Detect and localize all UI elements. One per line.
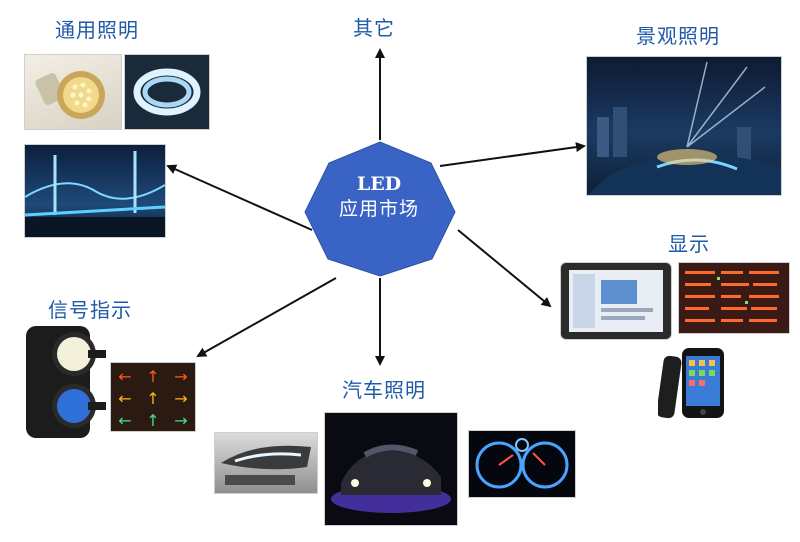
image-led-board (678, 262, 790, 334)
image-traffic-light (22, 322, 110, 444)
image-tablet (560, 262, 672, 340)
svg-text:↑: ↑ (146, 411, 159, 430)
arrow-display (457, 229, 552, 308)
svg-text:↑: ↑ (146, 389, 159, 408)
image-city-night (586, 56, 782, 196)
svg-text:→: → (174, 367, 187, 386)
image-led-bulb (24, 54, 122, 130)
image-headlight (214, 432, 318, 494)
image-led-strip (124, 54, 210, 130)
label-other: 其它 (353, 16, 395, 40)
image-dashboard (468, 430, 576, 498)
arrow-general (166, 164, 313, 231)
svg-text:→: → (174, 389, 187, 408)
arrow-signal (196, 277, 337, 357)
image-bridge-night (24, 144, 166, 238)
hub-title: LED (356, 173, 402, 195)
svg-text:←: ← (118, 411, 131, 430)
hub-label: LED 应用市场 (320, 172, 438, 222)
image-arrow-signals: ← ↑ → ← ↑ → ← ↑ → (110, 362, 196, 432)
svg-text:→: → (174, 411, 187, 430)
label-display: 显示 (668, 232, 710, 256)
image-car-underglow (324, 412, 458, 526)
svg-text:↑: ↑ (146, 367, 159, 386)
svg-text:←: ← (118, 367, 131, 386)
hub-subtitle: 应用市场 (338, 198, 419, 220)
arrow-landscape (439, 142, 586, 167)
image-smartphone (658, 346, 728, 420)
hub-heptagon (304, 141, 456, 277)
label-landscape-lighting: 景观照明 (636, 24, 720, 48)
label-signal-indication: 信号指示 (48, 298, 132, 322)
label-general-lighting: 通用照明 (55, 18, 139, 42)
label-auto-lighting: 汽车照明 (342, 378, 426, 402)
svg-text:←: ← (118, 389, 131, 408)
